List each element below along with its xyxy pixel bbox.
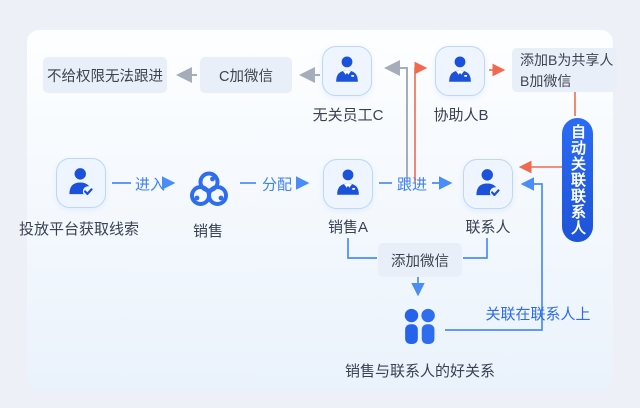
helper-b-node — [435, 46, 485, 96]
share-b-line1: 添加B为共享人 — [520, 52, 614, 68]
edge-enter-label: 进入 — [134, 176, 166, 194]
crm-knot-logo-icon — [185, 171, 233, 219]
business-person-icon — [329, 51, 365, 92]
sales-a-label: 销售A — [327, 219, 369, 236]
add-wechat-box: 添加微信 — [378, 243, 462, 277]
employee-c-node — [322, 46, 372, 96]
relationship-label: 销售与联系人的好关系 — [344, 363, 496, 380]
auto-link-contact-pill: 自动关联联系人 — [562, 118, 593, 242]
two-person-icon — [400, 308, 438, 356]
employee-c-label: 无关员工C — [312, 107, 384, 124]
relationship-node — [400, 306, 438, 357]
contact-label: 联系人 — [465, 219, 511, 236]
lead-source-label: 投放平台获取线索 — [18, 221, 140, 238]
c-add-wechat-label: C加微信 — [219, 68, 273, 85]
sales-pool-label: 销售 — [192, 223, 224, 240]
lead-source-node — [56, 158, 106, 208]
no-permission-box: 不给权限无法跟进 — [43, 57, 167, 93]
business-person-icon — [442, 51, 478, 92]
no-permission-label: 不给权限无法跟进 — [47, 68, 163, 85]
add-wechat-label: 添加微信 — [391, 253, 449, 270]
c-add-wechat-box: C加微信 — [200, 57, 292, 93]
auto-link-contact-label: 自动关联联系人 — [569, 124, 586, 236]
share-b-line2: B加微信 — [520, 73, 572, 89]
sales-pool-node — [185, 167, 233, 220]
helper-b-label: 协助人B — [433, 107, 489, 124]
link-on-contact-label: 关联在联系人上 — [485, 306, 591, 323]
person-check-icon — [470, 164, 506, 205]
business-person-icon — [330, 164, 366, 205]
share-b-box: 添加B为共享人 B加微信 — [512, 48, 617, 92]
contact-node — [463, 159, 513, 209]
edge-assign-label: 分配 — [261, 176, 293, 194]
edge-follow-label: 跟进 — [396, 176, 428, 194]
sales-a-node — [323, 159, 373, 209]
person-check-icon — [63, 163, 99, 204]
